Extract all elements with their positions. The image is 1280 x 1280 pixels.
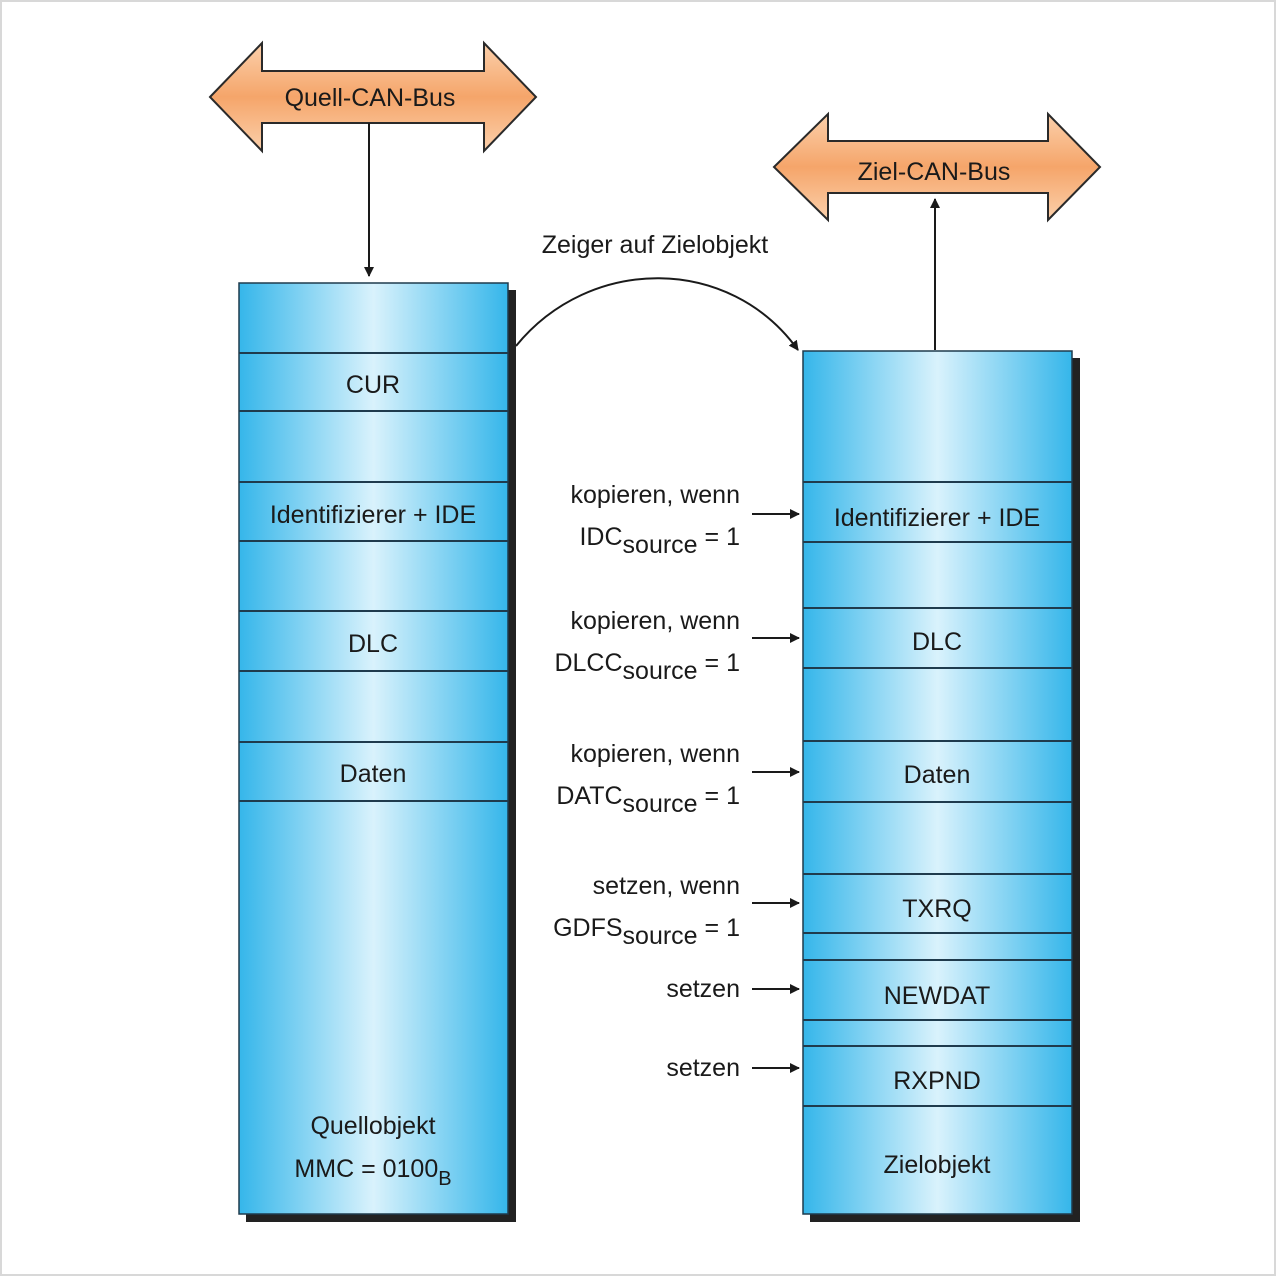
source-bus-label: Quell-CAN-Bus xyxy=(285,84,456,112)
condition-dlcc-line1: kopieren, wenn xyxy=(570,607,740,635)
target-bus-label: Ziel-CAN-Bus xyxy=(858,158,1011,186)
condition-datc-formula: DATCsource = 1 xyxy=(556,782,740,818)
source-bus-double-arrow-icon xyxy=(208,40,538,154)
source-mmc-prefix: MMC = 0100 xyxy=(294,1155,438,1183)
target-object-column: Identifizierer + IDE DLC Daten TXRQ NEWD… xyxy=(802,350,1080,1222)
source-can-bus: Quell-CAN-Bus xyxy=(208,40,538,154)
target-object-name: Zielobjekt xyxy=(884,1151,991,1179)
target-column-body xyxy=(802,350,1073,1215)
source-mmc-value: MMC = 0100B xyxy=(294,1155,451,1190)
target-rxpnd-cell: RXPND xyxy=(893,1067,981,1095)
target-identifier-cell: Identifizierer + IDE xyxy=(834,504,1040,532)
target-data-cell: Daten xyxy=(904,761,971,789)
source-object-column: CUR Identifizierer + IDE DLC Daten Quell… xyxy=(238,282,516,1222)
condition-idc-formula: IDCsource = 1 xyxy=(579,523,740,559)
condition-idc: kopieren, wenn IDCsource = 1 xyxy=(570,481,800,559)
source-data-cell: Daten xyxy=(340,760,407,788)
target-can-bus: Ziel-CAN-Bus xyxy=(772,111,1102,223)
condition-newdat: setzen xyxy=(666,975,800,1003)
condition-dlcc-formula: DLCCsource = 1 xyxy=(554,649,740,685)
source-column-body xyxy=(238,282,509,1215)
condition-newdat-label: setzen xyxy=(666,975,740,1003)
source-identifier-cell: Identifizierer + IDE xyxy=(270,501,476,529)
source-object-name: Quellobjekt xyxy=(310,1112,435,1140)
condition-idc-line1: kopieren, wenn xyxy=(570,481,740,509)
condition-gdfs-line1: setzen, wenn xyxy=(593,872,740,900)
source-dlc-cell: DLC xyxy=(348,630,398,658)
source-cur-cell: CUR xyxy=(346,371,400,399)
pointer-arc-arrow xyxy=(515,277,799,351)
condition-gdfs-formula: GDFSsource = 1 xyxy=(553,914,740,950)
target-newdat-cell: NEWDAT xyxy=(884,982,990,1010)
condition-rxpnd-label: setzen xyxy=(666,1054,740,1082)
condition-dlcc: kopieren, wenn DLCCsource = 1 xyxy=(554,607,800,685)
target-bus-double-arrow-icon xyxy=(772,111,1102,223)
source-mmc-subscript: B xyxy=(438,1168,451,1190)
target-dlc-cell: DLC xyxy=(912,628,962,656)
condition-datc-line1: kopieren, wenn xyxy=(570,740,740,768)
condition-rxpnd: setzen xyxy=(666,1054,800,1082)
pointer-label: Zeiger auf Zielobjekt xyxy=(542,231,769,259)
target-txrq-cell: TXRQ xyxy=(902,895,971,923)
condition-gdfs: setzen, wenn GDFSsource = 1 xyxy=(553,872,800,950)
condition-datc: kopieren, wenn DATCsource = 1 xyxy=(556,740,800,818)
